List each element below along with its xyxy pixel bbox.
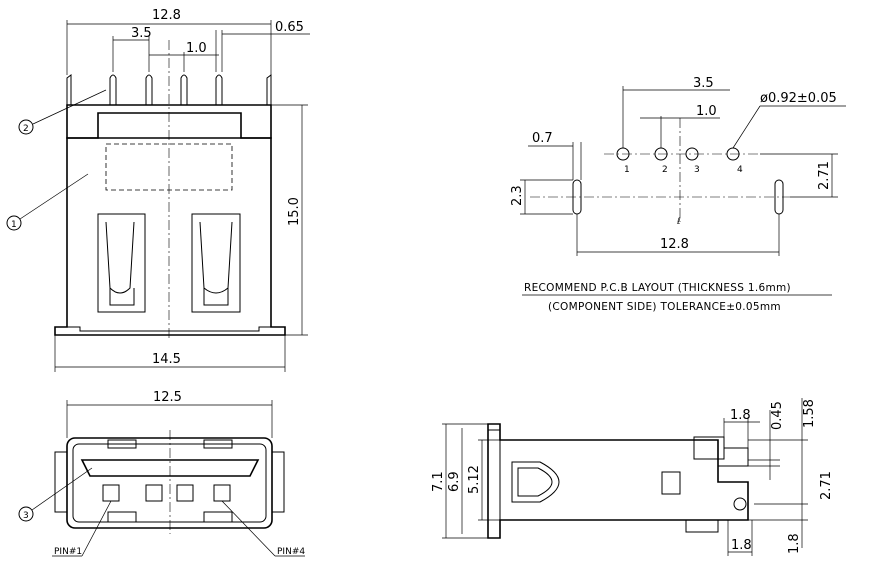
front-dim-height: 15.0: [287, 197, 302, 226]
pcb-dim-slot-width: 0.7: [532, 131, 553, 146]
pcb-dim-small: 1.0: [696, 104, 717, 119]
front-pins: [66, 74, 272, 105]
end-dim-width: 12.5: [153, 390, 182, 405]
end-pin-first: PIN#1: [54, 547, 82, 557]
callout-2-circle: [18, 119, 34, 135]
front-top-shell: [66, 104, 272, 139]
front-spring-left: [97, 213, 146, 313]
side-dim-271: 2.71: [819, 471, 834, 500]
end-outer-shell: [66, 437, 273, 529]
end-pin-last: PIN#4: [277, 547, 305, 557]
side-body-outline: [487, 423, 749, 539]
pcb-dim-span: 12.8: [660, 237, 689, 252]
pcb-layout: 1 2 3 4 3.5 1.0 ø0.92±0.05 0.7 2.3 2.: [510, 76, 846, 313]
front-dim-pin-pitch: 3.5: [131, 26, 152, 41]
front-dim-pin-thickness: 0.65: [275, 20, 304, 35]
front-dashed-area: [105, 143, 233, 191]
side-dim-18-bottom: 1.8: [731, 538, 752, 553]
pcb-dim-pitch: 3.5: [693, 76, 714, 91]
callout-1-circle: [6, 215, 22, 231]
callout-1-label: 1: [11, 220, 17, 230]
pcb-dim-slot-height: 2.3: [510, 185, 525, 206]
end-view: 12.5 3 PIN#1 PIN#4: [18, 390, 305, 557]
pcb-dim-hole: ø0.92±0.05: [760, 91, 837, 106]
front-dim-width-top: 12.8: [152, 8, 181, 23]
front-dim-pin-small: 1.0: [186, 41, 207, 56]
front-dim-width-bottom: 14.5: [152, 352, 181, 367]
side-view: 7.1 6.9 5.12 1.8 0.45 1.58 2.71 1.8: [431, 398, 834, 556]
pcb-dim-offset: 2.71: [817, 161, 832, 190]
side-spring: [511, 461, 560, 503]
pcb-note-line-2: (COMPONENT SIDE) TOLERANCE±0.05mm: [548, 301, 781, 313]
callout-2-label: 2: [23, 124, 29, 134]
callout-3-label: 3: [23, 511, 29, 521]
side-dim-045: 0.45: [770, 401, 785, 430]
pcb-pin-4: 4: [737, 165, 743, 175]
pcb-centerline-symbol: ℓ: [676, 217, 681, 227]
end-contacts: [102, 484, 231, 502]
side-dim-158: 1.58: [802, 399, 817, 428]
side-dim-tab-width: 1.8: [730, 408, 751, 423]
side-dim-18-right: 1.8: [787, 533, 802, 554]
callout-3-circle: [18, 506, 34, 522]
end-tongue: [80, 459, 260, 477]
pcb-note-line-1: RECOMMEND P.C.B LAYOUT (THICKNESS 1.6mm): [524, 282, 791, 294]
front-body-outline: [54, 137, 286, 336]
front-spring-right: [191, 213, 241, 313]
front-bottom-flange: [67, 326, 271, 332]
front-view: 12.8 3.5 1.0 0.65 15.0 14.5 2 1: [6, 8, 310, 372]
pcb-pin-2: 2: [662, 165, 668, 175]
pcb-pin-3: 3: [694, 165, 700, 175]
side-dim-total-height: 7.1: [431, 471, 446, 492]
side-dim-opening: 5.12: [467, 465, 482, 494]
pcb-pin-1: 1: [624, 165, 630, 175]
side-dim-body-height: 6.9: [447, 471, 462, 492]
